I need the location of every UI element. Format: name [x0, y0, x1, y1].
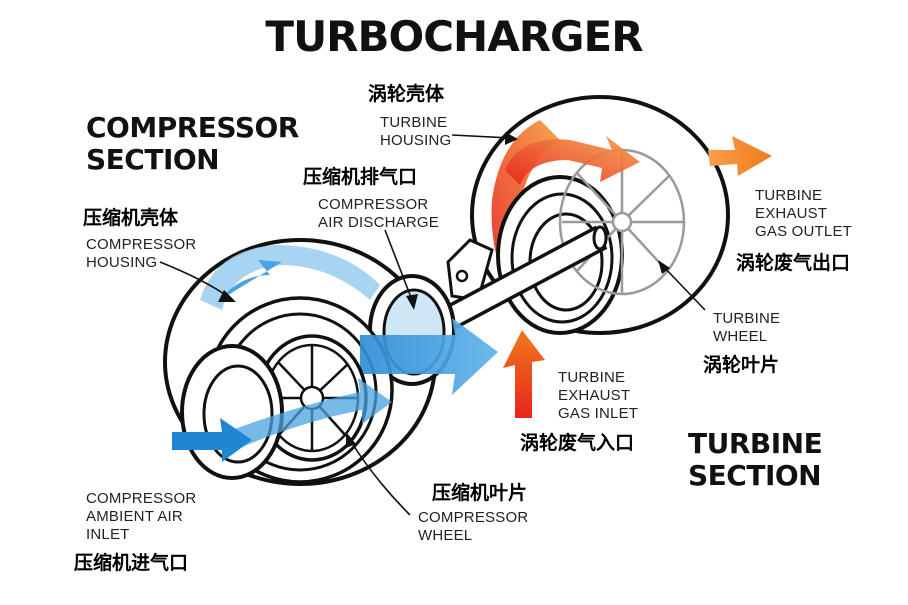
exhaust-inlet-line-1: TURBINE	[558, 369, 626, 386]
compressor-discharge-line-1: COMPRESSOR	[318, 196, 429, 213]
turbine-housing-line-2: HOUSING	[380, 132, 452, 149]
exhaust-outlet-line-1: TURBINE	[755, 187, 823, 204]
compressor-discharge-line-2: AIR DISCHARGE	[318, 214, 439, 231]
turbine-housing-label-cn: 涡轮壳体	[368, 83, 445, 105]
compressor-housing-label-cn: 压缩机壳体	[83, 207, 179, 229]
exhaust-outlet-line-3: GAS OUTLET	[755, 223, 853, 240]
compressor-discharge-arrow	[360, 318, 498, 395]
compressor-inlet-line-3: INLET	[86, 526, 130, 543]
compressor-housing-label: COMPRESSOR HOUSING	[86, 236, 196, 272]
exhaust-inlet-line-2: EXHAUST	[558, 387, 631, 404]
turbine-wheel-label: TURBINE WHEEL	[713, 310, 780, 346]
turbine-exhaust-inlet-label: TURBINE EXHAUST GAS INLET	[558, 369, 638, 423]
turbine-section-line-1: TURBINE	[688, 427, 823, 460]
turbine-housing-line-1: TURBINE	[380, 114, 448, 131]
turbine-exhaust-outlet-label: TURBINE EXHAUST GAS OUTLET	[755, 187, 852, 241]
turbine-wheel	[558, 148, 686, 296]
turbine-wheel-line-1: TURBINE	[713, 310, 781, 327]
turbine-section-line-2: SECTION	[688, 459, 822, 492]
turbine-section-heading: TURBINE SECTION	[688, 427, 823, 492]
compressor-section-line-2: SECTION	[86, 143, 220, 176]
turbine-wheel-line-2: WHEEL	[713, 328, 768, 345]
compressor-discharge-label-cn: 压缩机排气口	[303, 166, 418, 188]
page-title: TURBOCHARGER	[265, 12, 643, 61]
compressor-inlet-label-cn: 压缩机进气口	[74, 552, 189, 574]
compressor-airflow-arrow	[232, 378, 392, 448]
compressor-discharge-label: COMPRESSOR AIR DISCHARGE	[318, 196, 439, 232]
hot-gas-flow-arrow	[505, 136, 640, 185]
exhaust-inlet-arrow	[503, 330, 545, 418]
turbine-exhaust-outlet-label-cn: 涡轮废气出口	[736, 252, 851, 274]
compressor-wheel-label: COMPRESSOR WHEEL	[418, 509, 528, 545]
compressor-wheel-line-2: WHEEL	[418, 527, 473, 544]
exhaust-outlet-line-2: EXHAUST	[755, 205, 828, 222]
turbine-exhaust-inlet-label-cn: 涡轮废气入口	[520, 432, 635, 454]
compressor-section-line-1: COMPRESSOR	[86, 111, 299, 144]
compressor-section-heading: COMPRESSOR SECTION	[86, 112, 299, 176]
ambient-inlet-arrow	[172, 418, 252, 462]
exhaust-inlet-line-3: GAS INLET	[558, 405, 639, 422]
leader-lines	[159, 132, 706, 516]
compressor-inlet-line-2: AMBIENT AIR	[86, 508, 183, 525]
compressor-inlet-label: COMPRESSOR AMBIENT AIR INLET	[86, 490, 196, 544]
compressor-wheel-label-cn: 压缩机叶片	[432, 482, 528, 504]
turbine-housing-label: TURBINE HOUSING	[380, 114, 451, 150]
compressor-inlet-line-1: COMPRESSOR	[86, 490, 197, 507]
turbine-wheel-label-cn: 涡轮叶片	[703, 354, 780, 376]
compressor-housing-line-1: COMPRESSOR	[86, 236, 197, 253]
compressor-wheel-line-1: COMPRESSOR	[418, 509, 529, 526]
exhaust-outlet-arrow	[708, 136, 772, 176]
compressor-housing-line-2: HOUSING	[86, 254, 158, 271]
